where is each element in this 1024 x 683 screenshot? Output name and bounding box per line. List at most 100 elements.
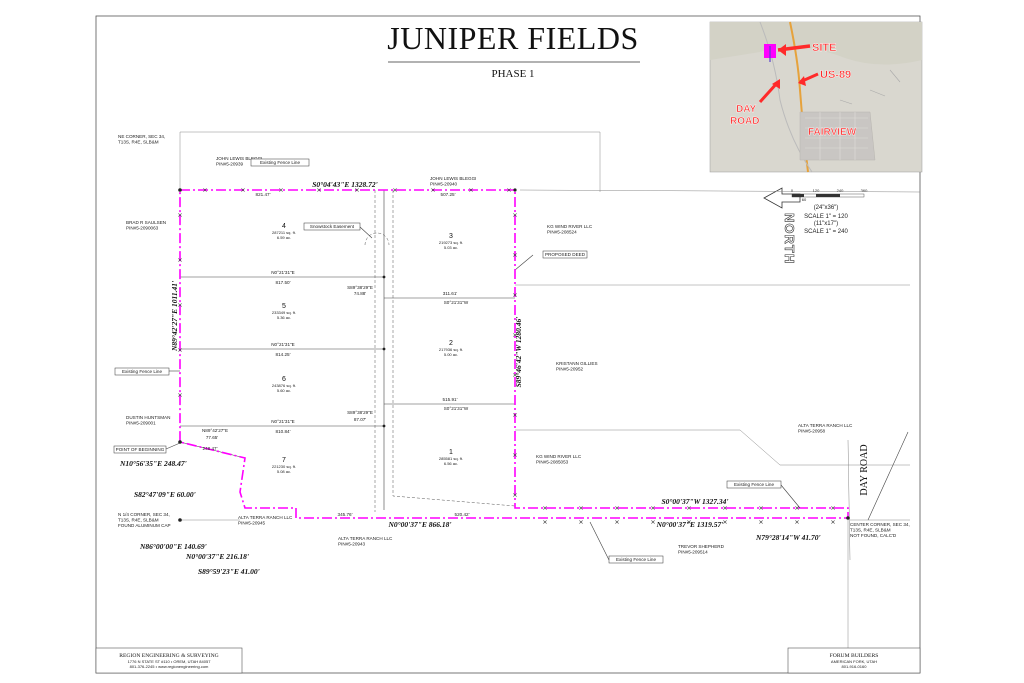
- svg-text:311.61': 311.61': [443, 291, 458, 296]
- svg-text:SCALE 1" = 240: SCALE 1" = 240: [804, 229, 848, 235]
- lot-3: 3 219273 sq. ft. 5.03 ac.: [439, 233, 463, 250]
- svg-text:S82°47'09"E 60.00': S82°47'09"E 60.00': [134, 490, 196, 499]
- svg-text:0: 0: [791, 188, 794, 193]
- svg-text:87.07': 87.07': [354, 417, 366, 422]
- day-road-label: DAY ROAD: [859, 444, 870, 495]
- svg-text:N89°42'27"E: N89°42'27"E: [202, 428, 228, 433]
- fence-x-marker: [687, 506, 691, 510]
- fence-x-marker: [317, 188, 321, 192]
- fence-x-marker: [178, 393, 182, 397]
- svg-text:Existing Fence Line: Existing Fence Line: [616, 557, 657, 562]
- svg-text:N79°28'14"W 41.70': N79°28'14"W 41.70': [755, 533, 821, 542]
- svg-text:S0°04'43"E 1328.72': S0°04'43"E 1328.72': [312, 180, 378, 189]
- adjacent-parcel-lines: [179, 131, 921, 660]
- fence-x-marker: [393, 188, 397, 192]
- svg-text:5: 5: [282, 303, 286, 310]
- fence-x-marker: [513, 413, 517, 417]
- fence-x-marker: [795, 520, 799, 524]
- fence-x-marker: [651, 506, 655, 510]
- fence-x-marker: [513, 253, 517, 257]
- svg-text:4: 4: [282, 223, 286, 230]
- svg-text:(24"x36"): (24"x36"): [814, 205, 839, 211]
- fence-x-marker: [513, 333, 517, 337]
- fence-x-marker: [513, 213, 517, 217]
- lot-5: 5 233349 sq. ft. 5.36 ac.: [272, 303, 296, 320]
- svg-text:60: 60: [802, 197, 807, 202]
- lot-line-labels: N0°21'31"E 817.50' N0°21'31"E 814.25' N0…: [202, 192, 470, 517]
- svg-text:N86°00'00"E 140.69': N86°00'00"E 140.69': [139, 542, 207, 551]
- svg-text:221230 sq. ft.: 221230 sq. ft.: [272, 464, 296, 469]
- fence-x-marker: [431, 188, 435, 192]
- proposed-deed-callout: PROPOSED DEED: [542, 250, 588, 259]
- fence-line-callout-1: Existing Fence Line: [250, 158, 310, 167]
- svg-text:821.47': 821.47': [256, 192, 271, 197]
- svg-text:3: 3: [449, 233, 453, 240]
- scale-bar: 0 120 240 360 60: [791, 188, 868, 202]
- svg-text:5.00 ac.: 5.00 ac.: [444, 352, 458, 357]
- svg-text:S0°00'37"W 1327.34': S0°00'37"W 1327.34': [661, 497, 728, 506]
- svg-text:N0°00'37"E 866.18': N0°00'37"E 866.18': [388, 520, 452, 529]
- lot-lines: [179, 190, 534, 512]
- svg-text:810.84': 810.84': [276, 429, 291, 434]
- svg-text:PROPOSED DEED: PROPOSED DEED: [545, 252, 586, 257]
- fence-line-callout-4: Existing Fence Line: [589, 521, 664, 564]
- lot-1: 1 285581 sq. ft. 6.56 ac.: [439, 449, 463, 466]
- svg-text:345.76': 345.76': [338, 512, 353, 517]
- lot-2: 2 217936 sq. ft. 5.00 ac.: [439, 340, 463, 357]
- svg-text:5.08 ac.: 5.08 ac.: [277, 469, 291, 474]
- fence-x-marker: [723, 506, 727, 510]
- svg-text:N0°21'31"E: N0°21'31"E: [271, 342, 295, 347]
- fence-x-marker: [279, 188, 283, 192]
- svg-text:N0°00'37"E 216.18': N0°00'37"E 216.18': [185, 552, 249, 561]
- svg-text:S89°38'29"E: S89°38'29"E: [347, 285, 373, 290]
- snowstock-easement-callout: Snowstock Easement: [303, 222, 373, 239]
- fence-x-marker: [513, 453, 517, 457]
- svg-text:233349 sq. ft.: 233349 sq. ft.: [272, 310, 296, 315]
- svg-text:REGION ENGINEERING & SURVEYING: REGION ENGINEERING & SURVEYING: [119, 653, 218, 659]
- north-label: NORTH: [782, 213, 797, 264]
- fence-x-marker: [507, 188, 511, 192]
- fence-x-marker: [615, 506, 619, 510]
- svg-text:248.47': 248.47': [203, 446, 218, 451]
- svg-text:N10°56'35"E 248.47': N10°56'35"E 248.47': [119, 459, 187, 468]
- lot-7: 7 221230 sq. ft. 5.08 ac.: [272, 457, 296, 474]
- svg-text:5.03 ac.: 5.03 ac.: [444, 245, 458, 250]
- svg-text:2: 2: [449, 340, 453, 347]
- svg-text:520.42': 520.42': [455, 512, 470, 517]
- fence-x-marker: [513, 373, 517, 377]
- fence-x-marker: [831, 506, 835, 510]
- fence-x-marker: [759, 520, 763, 524]
- fence-x-marker: [723, 520, 727, 524]
- svg-text:360: 360: [861, 188, 868, 193]
- fence-x-marker: [178, 213, 182, 217]
- svg-text:S0°21'31"W: S0°21'31"W: [444, 300, 469, 305]
- svg-text:N89°42'27"E 1011.41': N89°42'27"E 1011.41': [170, 281, 179, 352]
- fence-x-marker: [543, 506, 547, 510]
- plat-title: JUNIPER FIELDS: [387, 20, 638, 56]
- fence-x-marker: [651, 520, 655, 524]
- svg-text:POINT OF BEGINNING: POINT OF BEGINNING: [116, 447, 165, 452]
- plat-subtitle: PHASE 1: [491, 68, 534, 80]
- svg-text:5.60 ac.: 5.60 ac.: [277, 388, 291, 393]
- svg-text:6: 6: [282, 376, 286, 383]
- point-of-beginning-callout: POINT OF BEGINNING: [113, 442, 181, 454]
- fence-x-marker: [795, 506, 799, 510]
- svg-text:S0°21'31"W: S0°21'31"W: [444, 406, 469, 411]
- svg-text:219273 sq. ft.: 219273 sq. ft.: [439, 240, 463, 245]
- svg-text:S89°38'29"E: S89°38'29"E: [347, 410, 373, 415]
- svg-text:6.56 ac.: 6.56 ac.: [444, 461, 458, 466]
- fence-x-marker: [513, 493, 517, 497]
- fence-x-marker: [759, 506, 763, 510]
- fence-x-marker: [831, 520, 835, 524]
- svg-text:240: 240: [837, 188, 844, 193]
- fence-x-marker: [513, 293, 517, 297]
